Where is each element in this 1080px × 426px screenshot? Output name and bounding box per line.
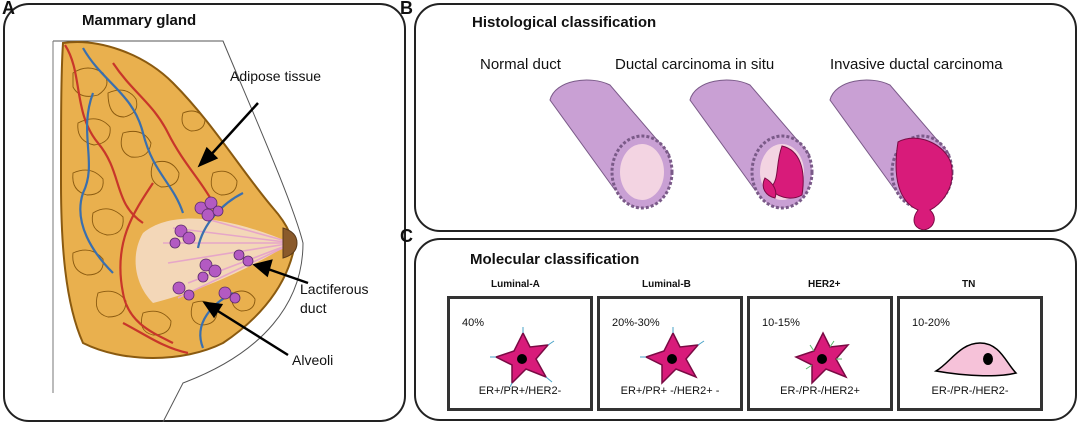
subtype-tn-receptors: ER-/PR-/HER2- <box>931 385 1009 397</box>
stage-idc-label: Invasive ductal carcinoma <box>830 56 1003 73</box>
idc-duct <box>829 79 954 230</box>
normal-duct <box>549 79 674 210</box>
subtype-tn-box: 10-20% ER-/PR-/HER2- <box>897 296 1043 411</box>
stage-dcis-label: Ductal carcinoma in situ <box>615 56 775 73</box>
panel-c-letter: C <box>400 226 413 246</box>
subtype-tn-percent: 10-20% <box>912 317 950 329</box>
dcis-duct <box>689 79 814 210</box>
stage-normal-label: Normal duct <box>480 56 561 73</box>
body-outline <box>53 40 304 422</box>
subtype-luminal-b-percent: 20%-30% <box>612 317 660 329</box>
subtype-luminal-a-percent: 40% <box>462 317 485 329</box>
subtype-luminal-a-box: 40% ER+/PR+/HER2- <box>447 296 593 411</box>
subtype-her2-box: 10-15% ER-/PR-/HER2+ <box>747 296 893 411</box>
adipose-label: Adipose tissue <box>230 68 322 84</box>
subtype-her2-receptors: ER-/PR-/HER2+ <box>780 385 860 397</box>
subtype-luminal-a-title: Luminal-A <box>491 279 540 290</box>
nipple <box>282 227 298 259</box>
subtype-luminal-b-receptors: ER+/PR+ -/HER2+ - <box>620 385 720 397</box>
tn-cell-icon <box>933 342 1018 377</box>
panel-a-title: Mammary gland <box>82 12 197 29</box>
subtype-luminal-b-box: 20%-30% ER+/PR+ -/HER2+ - <box>597 296 743 411</box>
luminal-b-cell-icon <box>640 327 705 385</box>
histology-illustration <box>549 79 954 230</box>
panel-a-letter: A <box>2 0 15 18</box>
subtype-her2-percent: 10-15% <box>762 317 800 329</box>
lactiferous-label: Lactiferous <box>300 281 369 297</box>
panel-c-title: Molecular classification <box>470 251 640 268</box>
alveoli-label: Alveoli <box>292 352 334 368</box>
subtype-luminal-b-title: Luminal-B <box>642 279 691 290</box>
subtype-luminal-a-receptors: ER+/PR+/HER2- <box>478 385 562 397</box>
panel-b-title: Histological classification <box>472 14 657 31</box>
subtype-tn-title: TN <box>962 279 976 290</box>
panel-b-letter: B <box>400 0 413 18</box>
mammary-gland-illustration <box>52 40 309 422</box>
luminal-a-cell-icon <box>490 327 555 387</box>
duct-label: duct <box>300 300 327 316</box>
subtype-her2-title: HER2+ <box>808 279 841 290</box>
her2-cell-icon <box>794 331 850 385</box>
